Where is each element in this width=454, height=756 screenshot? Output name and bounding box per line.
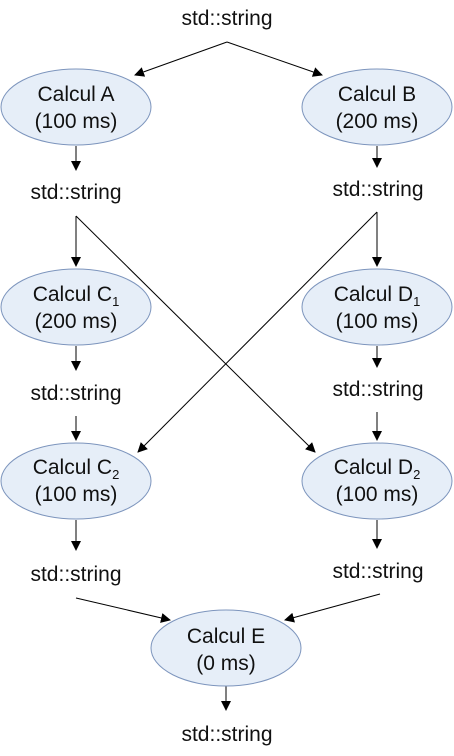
string-label-after-d2: std::string	[332, 560, 423, 583]
node-name-text: Calcul E	[187, 625, 265, 648]
node-name-text: Calcul C	[33, 283, 112, 306]
string-label-after-a: std::string	[30, 181, 121, 204]
node-name: Calcul C2	[33, 456, 120, 482]
node-shape	[301, 442, 453, 520]
node-calcul-d1: Calcul D1 (100 ms)	[301, 268, 453, 346]
node-time: (0 ms)	[196, 652, 256, 675]
node-time: (100 ms)	[336, 483, 419, 506]
output-string-label: std::string	[181, 723, 272, 746]
node-shape	[0, 268, 152, 346]
edge-input-to-a	[134, 41, 228, 77]
edge-out-b-to-c2	[137, 211, 378, 453]
node-subscript: 2	[112, 467, 119, 482]
input-string-label: std::string	[181, 7, 272, 30]
edge-input-to-b	[226, 41, 323, 77]
string-label-after-c2: std::string	[30, 563, 121, 586]
node-name-text: Calcul B	[338, 83, 416, 106]
node-name-text: Calcul C	[33, 456, 112, 479]
node-time: (200 ms)	[336, 110, 419, 133]
node-subscript: 1	[413, 294, 420, 309]
node-subscript: 1	[112, 294, 119, 309]
node-name: Calcul B	[338, 83, 416, 106]
node-shape	[301, 268, 453, 346]
edge-out-c2-to-e	[75, 597, 171, 623]
string-labels: std::string std::string std::string std:…	[30, 7, 423, 746]
node-calcul-e: Calcul E (0 ms)	[150, 609, 302, 687]
node-time: (200 ms)	[35, 310, 118, 333]
node-shape	[150, 609, 302, 687]
string-label-after-d1: std::string	[332, 378, 423, 401]
node-name: Calcul E	[187, 625, 265, 648]
node-name-text: Calcul A	[37, 83, 114, 106]
node-name: Calcul D2	[334, 456, 421, 482]
node-calcul-d2: Calcul D2 (100 ms)	[301, 442, 453, 520]
edge-out-d2-to-e	[284, 593, 381, 623]
node-time: (100 ms)	[336, 310, 419, 333]
node-shape	[301, 68, 453, 146]
edge-out-a-to-d2	[75, 215, 316, 453]
edges	[71, 41, 382, 711]
node-time: (100 ms)	[35, 483, 118, 506]
node-shape	[0, 442, 152, 520]
node-calcul-a: Calcul A (100 ms)	[0, 68, 152, 146]
string-label-after-c1: std::string	[30, 382, 121, 405]
node-calcul-b: Calcul B (200 ms)	[301, 68, 453, 146]
node-name: Calcul D1	[334, 283, 421, 309]
node-calcul-c2: Calcul C2 (100 ms)	[0, 442, 152, 520]
node-name-text: Calcul D	[334, 456, 413, 479]
node-time: (100 ms)	[35, 110, 118, 133]
node-name: Calcul C1	[33, 283, 120, 309]
node-subscript: 2	[413, 467, 420, 482]
node-name: Calcul A	[37, 83, 114, 106]
string-label-after-b: std::string	[332, 178, 423, 201]
node-calcul-c1: Calcul C1 (200 ms)	[0, 268, 152, 346]
node-shape	[0, 68, 152, 146]
node-name-text: Calcul D	[334, 283, 413, 306]
